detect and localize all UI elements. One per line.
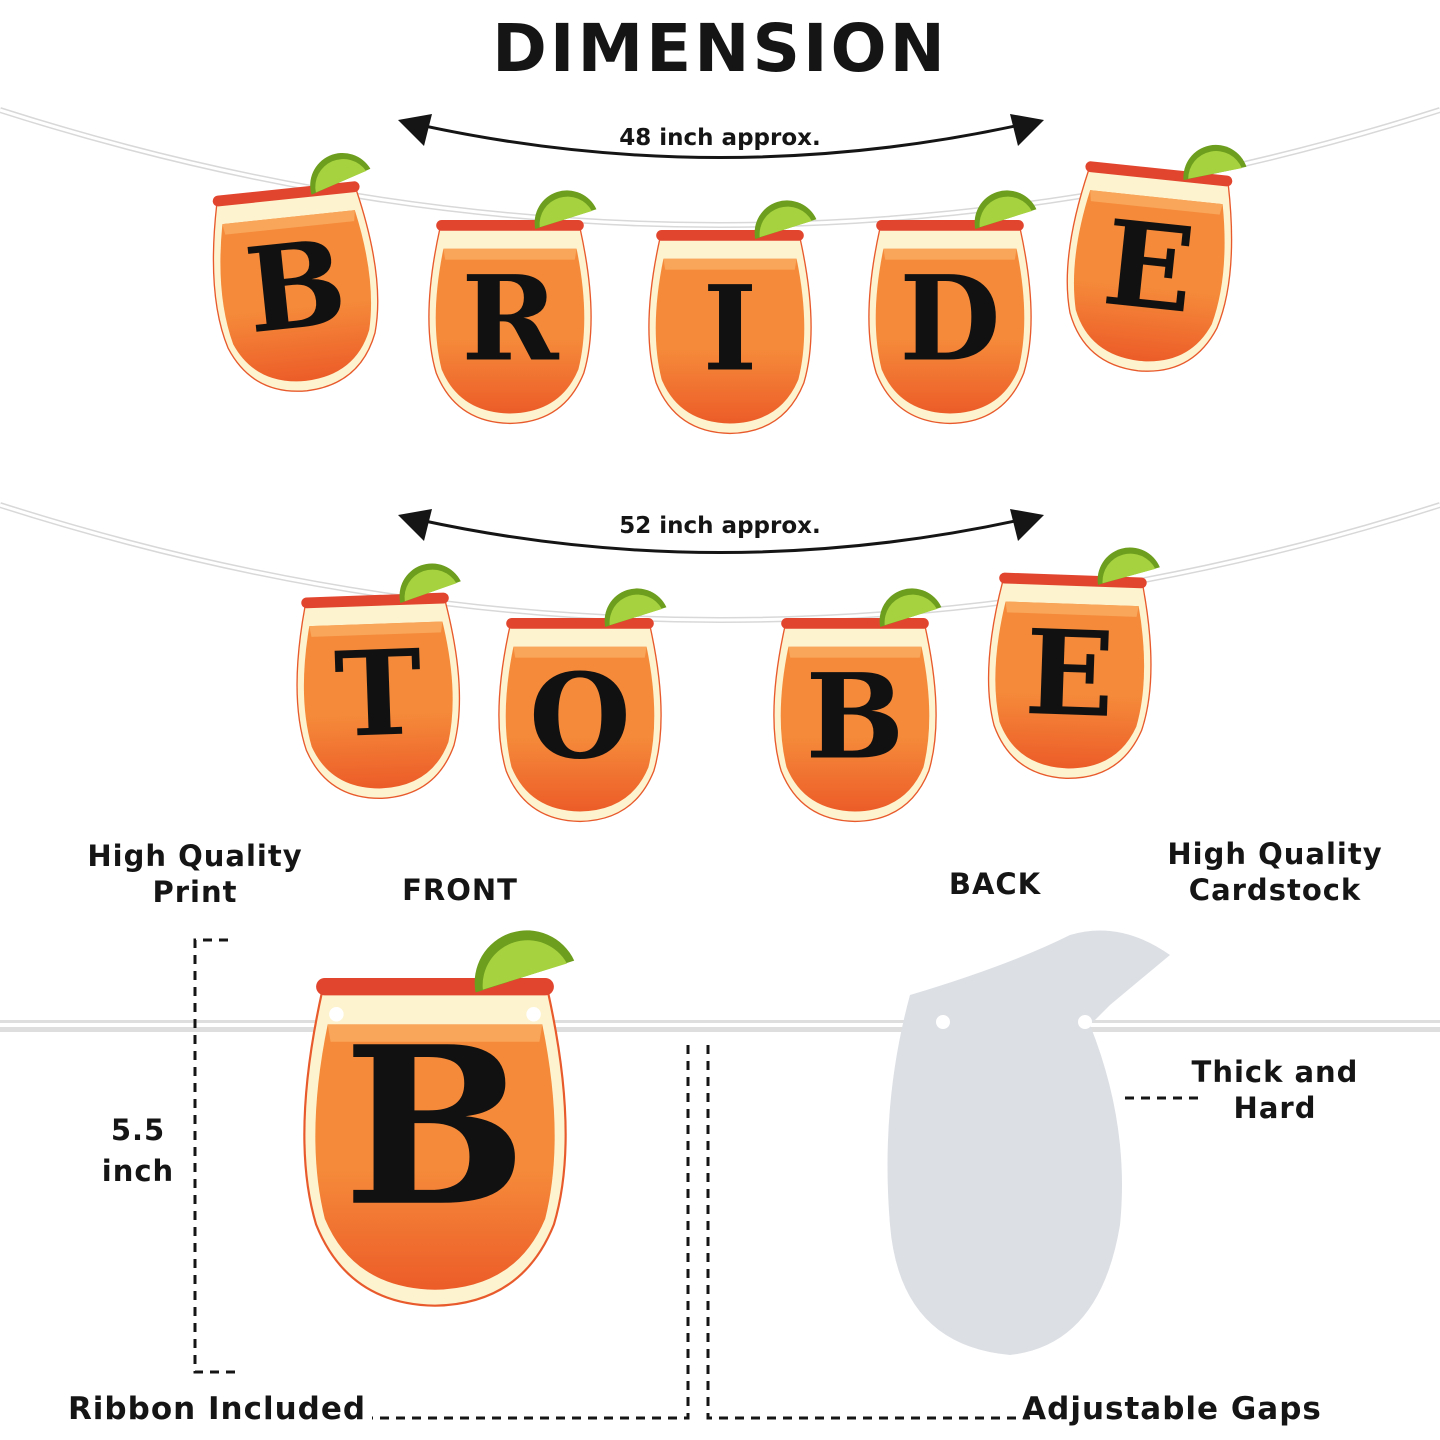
pennant-letter: B xyxy=(343,1000,527,1255)
pennant-letter: T xyxy=(332,623,424,764)
dimension-arrow-row-2 xyxy=(419,518,1021,554)
height-label-line-2: inch xyxy=(101,1153,175,1188)
height-dashed-bracket xyxy=(193,938,236,1374)
pennant-glass: I xyxy=(648,200,817,435)
ribbon-dashed-leader xyxy=(372,1045,690,1420)
pennant-glass: O xyxy=(498,588,667,823)
pennant-glass: B xyxy=(303,930,575,1307)
pennant-letter: B xyxy=(240,213,353,361)
arrowhead-right-row-2 xyxy=(1010,509,1044,541)
thick-label: Thick and Hard xyxy=(1180,1054,1370,1127)
dimension-arrow-row-1 xyxy=(419,123,1021,159)
pennant-letter: B xyxy=(806,648,905,786)
pennant-glass: E xyxy=(987,547,1160,780)
ribbon-row-2-highlight xyxy=(0,503,1440,622)
card-back-shape xyxy=(887,930,1170,1355)
pennant-glass: T xyxy=(296,563,461,800)
ribbon-detail-highlight xyxy=(0,1023,1440,1027)
ribbon-hole-left xyxy=(936,1015,950,1029)
arrowhead-left-row-1 xyxy=(398,114,432,146)
cardstock-label: High Quality Cardstock xyxy=(1140,836,1410,909)
ribbon-hole-left xyxy=(329,1007,344,1022)
page-title: DIMENSION xyxy=(492,10,948,87)
gaps-dashed-leader xyxy=(706,1045,1030,1420)
print-label-line-1: High Quality xyxy=(87,839,303,873)
thick-label-line-1: Thick and xyxy=(1191,1055,1359,1089)
arrowhead-left-row-2 xyxy=(398,509,432,541)
gaps-label: Adjustable Gaps xyxy=(1022,1391,1322,1427)
print-label: High Quality Print xyxy=(60,838,330,911)
ribbon-label: Ribbon Included xyxy=(67,1391,367,1427)
pennant-glass: R xyxy=(428,190,597,425)
height-label: 5.5 inch xyxy=(88,1110,188,1191)
arrowhead-right-row-1 xyxy=(1010,114,1044,146)
pennant-letter: E xyxy=(1023,603,1117,744)
pennant-glass: D xyxy=(868,190,1037,425)
pennant-letter: R xyxy=(461,250,559,388)
cardstock-label-line-1: High Quality xyxy=(1167,837,1383,871)
cardstock-label-line-2: Cardstock xyxy=(1188,873,1362,908)
ribbon-hole-right xyxy=(1078,1015,1092,1029)
pennant-glass: B xyxy=(212,152,379,392)
pennant-letter: E xyxy=(1098,193,1201,340)
height-label-line-1: 5.5 xyxy=(110,1113,166,1147)
pennant-glass: E xyxy=(1066,144,1247,372)
thick-label-line-2: Hard xyxy=(1233,1091,1317,1126)
back-label: BACK xyxy=(948,867,1042,901)
pennant-letter: I xyxy=(703,260,758,398)
print-label-line-2: Print xyxy=(152,875,238,910)
pennant-letter: D xyxy=(899,250,1000,388)
pennant-glass: B xyxy=(773,588,942,823)
row-2-length-label: 52 inch approx. xyxy=(619,513,821,539)
row-1-length-label: 48 inch approx. xyxy=(619,125,821,151)
pennant-letter: O xyxy=(529,648,631,786)
ribbon-hole-right xyxy=(526,1007,541,1022)
front-label: FRONT xyxy=(402,873,518,907)
card-back xyxy=(887,930,1170,1355)
